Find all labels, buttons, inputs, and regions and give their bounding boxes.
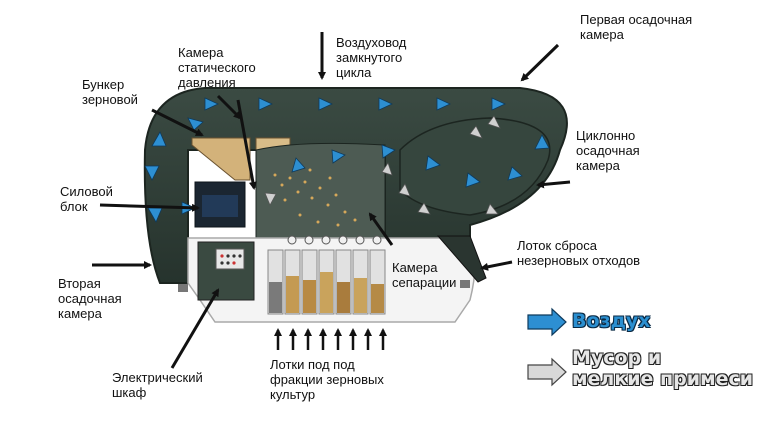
debris-flow-arrow-icon (264, 192, 277, 206)
air-flow-arrow-icon (425, 155, 441, 171)
air-flow-arrow-icon (291, 157, 306, 173)
legend-air-label: Воздух (572, 310, 651, 332)
pointer-arrow-icon (520, 43, 560, 82)
separation-chamber-area (255, 142, 386, 239)
pointer-arrow-icon (170, 288, 220, 369)
label-power-unit: Силовой блок (60, 184, 113, 214)
air-flow-arrow-icon (507, 166, 523, 181)
air-flow-arrow-icon (465, 172, 481, 188)
air-flow-arrow-icon (144, 165, 160, 181)
label-fraction-trays: Лотки под под фракции зерновых культур (270, 357, 384, 402)
pointer-arrow-icon (236, 99, 257, 190)
fraction-trays (267, 249, 386, 315)
debris-flow-arrow-icon (487, 115, 501, 129)
pointer-arrow-icon (216, 94, 242, 120)
pointer-arrow-icon (151, 108, 204, 137)
label-waste-tray: Лоток сброса незерновых отходов (517, 238, 641, 268)
debris-flow-arrow-icon (398, 183, 411, 197)
waste-chute (436, 235, 487, 283)
pointer-arrow-icon (99, 203, 200, 212)
air-flow-arrow-icon (318, 97, 333, 111)
air-flow-arrow-icon (378, 97, 393, 111)
air-flow-arrow-icon (258, 97, 273, 111)
label-second-settling-chamber: Вторая осадочная камера (58, 276, 122, 321)
label-cyclone-chamber: Циклонно осадочная камера (576, 128, 640, 173)
label-separation-chamber: Камера сепарации (392, 260, 457, 290)
machine-foot (460, 280, 470, 288)
pointer-arrow-icon (480, 260, 513, 271)
debris-flow-arrows (264, 115, 501, 215)
cyclone-chamber (399, 117, 551, 216)
air-flow-arrow-icon (151, 131, 167, 147)
debris-flow-arrow-icon (417, 202, 431, 215)
debris-flow-arrow-icon (485, 203, 499, 215)
label-grain-hopper: Бункер зерновой (82, 77, 138, 107)
air-flow-arrow-icon (491, 97, 506, 111)
air-flow-arrow-icon (436, 97, 451, 111)
air-flow-arrow-icon (331, 149, 346, 164)
machine-foot (178, 284, 188, 292)
label-electrical-cabinet: Электрический шкаф (112, 370, 203, 400)
pointer-arrows (92, 32, 571, 369)
air-flow-arrow-icon (187, 117, 204, 131)
pointer-arrow-icon (368, 212, 394, 246)
fan-housing (202, 195, 238, 217)
debris-flow-arrow-icon (469, 125, 483, 139)
legend-debris-label: Мусор и мелкие примеси (572, 347, 754, 390)
pointer-arrow-icon (536, 180, 571, 189)
legend-air-arrow-icon (527, 307, 567, 337)
tray-pointer-arrows (274, 328, 387, 350)
air-flow-arrow-icon (204, 97, 219, 111)
label-static-pressure-chamber: Камера статического давления (178, 45, 256, 90)
control-panel (215, 248, 245, 270)
debris-flow-arrow-icon (381, 162, 393, 176)
legend-debris-arrow-icon (527, 357, 567, 387)
air-flow-arrow-icon (534, 134, 550, 150)
label-first-settling-chamber: Первая осадочная камера (580, 12, 693, 42)
label-air-duct: Воздуховод замкнутого цикла (336, 35, 407, 80)
air-flow-arrow-icon (381, 144, 396, 159)
grain-hopper (191, 137, 251, 181)
tray-valves (287, 235, 382, 245)
